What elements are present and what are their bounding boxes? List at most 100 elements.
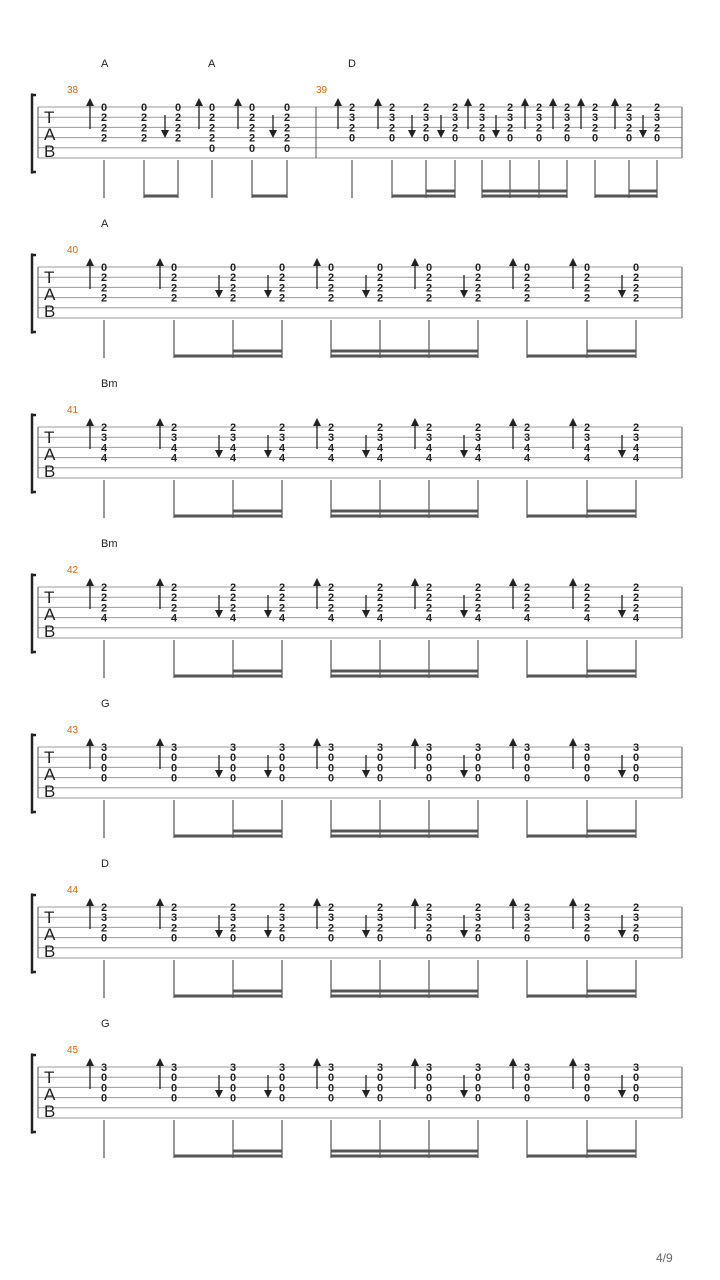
fret-number: 4 [279, 453, 286, 465]
fret-number: 4 [101, 613, 108, 625]
measure-number: 41 [67, 405, 79, 416]
strum-up-arrowhead [411, 898, 419, 906]
strum-up-arrowhead [195, 98, 203, 106]
fret-number: 2 [171, 592, 177, 604]
fret-number: 0 [475, 773, 481, 785]
fret-number: 2 [171, 602, 177, 614]
fret-number: 4 [230, 613, 237, 625]
fret-number: 0 [524, 262, 530, 274]
fret-number: 2 [175, 122, 181, 134]
strum-up-arrowhead [313, 258, 321, 266]
fret-number: 0 [426, 933, 432, 945]
fret-number: 2 [141, 122, 147, 134]
fret-number: 3 [564, 112, 570, 124]
fret-number: 2 [279, 922, 285, 934]
tab-clef-letter: A [44, 605, 56, 624]
fret-number: 2 [524, 272, 530, 284]
fret-number: 2 [141, 133, 147, 145]
strum-up-arrowhead [86, 1058, 94, 1066]
fret-number: 2 [101, 422, 107, 434]
strum-up-arrowhead [156, 1058, 164, 1066]
fret-number: 0 [230, 1072, 236, 1084]
fret-number: 0 [328, 262, 334, 274]
fret-number: 0 [101, 1072, 107, 1084]
fret-number: 2 [633, 582, 639, 594]
fret-number: 0 [524, 1093, 530, 1105]
fret-number: 0 [584, 262, 590, 274]
fret-number: 2 [377, 582, 383, 594]
fret-number: 2 [284, 112, 290, 124]
fret-number: 3 [328, 1062, 334, 1074]
chord-name: A [208, 58, 216, 70]
fret-number: 2 [349, 102, 355, 114]
fret-number: 2 [564, 122, 570, 134]
fret-number: 2 [475, 422, 481, 434]
fret-number: 4 [426, 442, 433, 454]
fret-number: 0 [101, 752, 107, 764]
fret-number: 4 [377, 442, 384, 454]
fret-number: 2 [452, 122, 458, 134]
tab-clef-letter: B [44, 1102, 55, 1121]
strum-down-arrowhead [460, 1090, 468, 1098]
strum-down-arrowhead [362, 1090, 370, 1098]
fret-number: 2 [389, 122, 395, 134]
fret-number: 3 [475, 912, 481, 924]
fret-number: 4 [475, 613, 482, 625]
strum-down-arrowhead [618, 1090, 626, 1098]
fret-number: 0 [101, 102, 107, 114]
fret-number: 2 [475, 293, 481, 305]
strum-up-arrowhead [549, 98, 557, 106]
fret-number: 0 [230, 762, 236, 774]
strum-up-arrowhead [334, 98, 342, 106]
fret-number: 4 [328, 442, 335, 454]
strum-up-arrowhead [86, 578, 94, 586]
fret-number: 2 [633, 902, 639, 914]
fret-number: 2 [284, 122, 290, 134]
strum-up-arrowhead [86, 898, 94, 906]
fret-number: 2 [584, 902, 590, 914]
fret-number: 3 [426, 912, 432, 924]
fret-number: 4 [475, 442, 482, 454]
strum-up-arrowhead [374, 98, 382, 106]
fret-number: 0 [426, 262, 432, 274]
fret-number: 0 [524, 762, 530, 774]
fret-number: 2 [328, 272, 334, 284]
fret-number: 2 [524, 422, 530, 434]
fret-number: 2 [249, 133, 255, 145]
tab-clef-letter: T [44, 428, 54, 447]
strum-up-arrowhead [509, 258, 517, 266]
strum-up-arrowhead [156, 578, 164, 586]
fret-number: 0 [426, 1072, 432, 1084]
fret-number: 0 [633, 752, 639, 764]
fret-number: 3 [475, 1062, 481, 1074]
strum-up-arrowhead [569, 578, 577, 586]
tab-clef-letter: T [44, 108, 54, 127]
fret-number: 2 [101, 922, 107, 934]
fret-number: 0 [101, 1093, 107, 1105]
fret-number: 2 [279, 582, 285, 594]
fret-number: 0 [171, 1093, 177, 1105]
fret-number: 0 [475, 262, 481, 274]
fret-number: 0 [423, 133, 429, 145]
fret-number: 2 [230, 592, 236, 604]
fret-number: 2 [426, 282, 432, 294]
staff-bracket [30, 413, 36, 494]
fret-number: 2 [426, 922, 432, 934]
fret-number: 2 [592, 122, 598, 134]
fret-number: 2 [249, 112, 255, 124]
fret-number: 4 [101, 453, 108, 465]
fret-number: 0 [279, 773, 285, 785]
fret-number: 2 [524, 922, 530, 934]
fret-number: 3 [328, 432, 334, 444]
fret-number: 2 [564, 102, 570, 114]
fret-number: 0 [633, 933, 639, 945]
strum-up-arrowhead [509, 738, 517, 746]
fret-number: 0 [279, 1093, 285, 1105]
fret-number: 0 [328, 1082, 334, 1094]
fret-number: 0 [475, 762, 481, 774]
fret-number: 2 [209, 133, 215, 145]
fret-number: 0 [377, 762, 383, 774]
fret-number: 0 [377, 1072, 383, 1084]
fret-number: 0 [230, 752, 236, 764]
strum-down-arrowhead [215, 450, 223, 458]
